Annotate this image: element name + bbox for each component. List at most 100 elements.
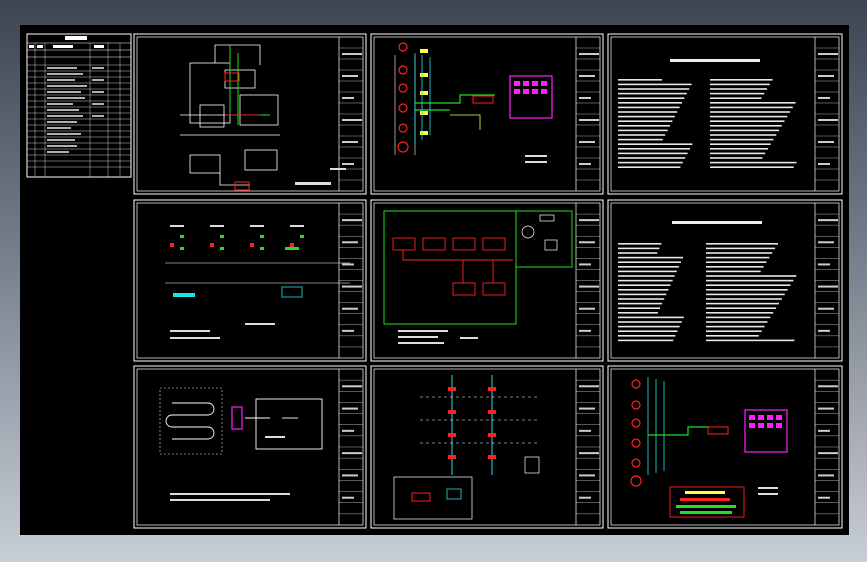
sheet-8-riser-diagram	[393, 375, 540, 520]
sheet-1-frame[interactable]	[133, 33, 367, 195]
notes-line	[706, 298, 782, 300]
notes-line	[618, 316, 684, 319]
notes-line	[706, 330, 762, 332]
notes-line	[618, 83, 692, 86]
notes-line	[710, 115, 788, 118]
notes-line	[618, 134, 666, 136]
sheet-7-frame[interactable]	[133, 365, 367, 529]
notes-line	[706, 270, 761, 273]
sheet-frames	[133, 33, 843, 529]
notes-line	[618, 261, 681, 263]
notes-line	[618, 111, 678, 113]
notes-line	[618, 92, 687, 95]
notes-line	[710, 138, 774, 141]
notes-line	[618, 252, 658, 254]
notes-line	[706, 335, 759, 337]
notes-line	[710, 88, 768, 90]
notes-line	[706, 256, 770, 259]
notes-line	[706, 279, 794, 282]
notes-line	[710, 152, 766, 155]
sheet-9-system-diagram	[630, 377, 788, 518]
sheet-5-floor-layout	[383, 210, 573, 344]
drawing-viewport[interactable]	[20, 25, 849, 535]
notes-line	[706, 247, 776, 250]
notes-line	[618, 321, 682, 323]
notes-line	[618, 166, 681, 168]
notes-heading	[670, 59, 760, 62]
notes-line	[618, 157, 686, 159]
notes-line	[618, 335, 676, 337]
design-notes-text	[618, 59, 797, 342]
notes-line	[618, 247, 660, 250]
notes-line	[706, 316, 771, 319]
notes-line	[710, 120, 785, 122]
notes-line	[710, 161, 797, 164]
notes-line	[618, 143, 693, 145]
notes-line	[706, 252, 773, 254]
notes-line	[706, 275, 797, 277]
notes-line	[618, 97, 685, 99]
sheet-1-schematic	[180, 44, 346, 191]
notes-line	[618, 243, 662, 245]
notes-heading	[672, 221, 762, 224]
notes-line	[710, 134, 777, 136]
notes-line	[706, 325, 765, 328]
notes-line	[710, 125, 782, 127]
notes-line	[618, 125, 670, 127]
notes-line	[710, 79, 773, 81]
notes-line	[618, 325, 680, 328]
sheet-5-frame[interactable]	[370, 199, 604, 362]
notes-line	[710, 83, 770, 86]
notes-line	[618, 152, 688, 155]
sheet-9-frame[interactable]	[607, 365, 843, 529]
notes-line	[710, 157, 763, 159]
sheet-6-frame[interactable]	[607, 199, 843, 362]
notes-line	[710, 111, 791, 113]
cad-drawing	[26, 33, 843, 529]
notes-line	[618, 106, 680, 109]
sheet-4-frame[interactable]	[133, 199, 367, 362]
notes-line	[618, 256, 684, 259]
notes-line	[706, 321, 768, 323]
sheet-2-system-diagram	[394, 42, 553, 163]
notes-line	[706, 289, 788, 291]
notes-line	[618, 115, 675, 118]
notes-line	[618, 298, 665, 300]
notes-line	[710, 129, 779, 132]
notes-line	[710, 97, 762, 99]
notes-line	[706, 293, 785, 296]
notes-line	[618, 307, 660, 309]
notes-line	[706, 302, 779, 305]
notes-line	[706, 307, 777, 309]
notes-line	[618, 293, 667, 296]
notes-line	[618, 330, 678, 332]
sheet-7-installation-detail	[159, 387, 323, 501]
sheet-2-frame[interactable]	[370, 33, 604, 195]
sheet-8-frame[interactable]	[370, 365, 604, 529]
notes-line	[618, 279, 673, 282]
sheet-3-frame[interactable]	[607, 33, 843, 195]
notes-line	[618, 289, 669, 291]
notes-line	[618, 102, 682, 104]
notes-line	[618, 266, 679, 268]
notes-line	[710, 102, 796, 104]
notes-line	[618, 312, 658, 314]
notes-line	[618, 302, 663, 305]
notes-line	[710, 106, 793, 109]
notes-line	[706, 312, 774, 314]
notes-line	[618, 79, 662, 81]
notes-line	[618, 88, 690, 90]
index-table	[26, 33, 132, 178]
notes-line	[710, 143, 771, 145]
notes-line	[618, 339, 674, 342]
notes-line	[618, 275, 675, 277]
notes-line	[618, 138, 663, 141]
notes-line	[706, 266, 764, 268]
notes-line	[618, 270, 677, 273]
sheet-4-loop-diagram	[165, 225, 350, 339]
notes-line	[618, 148, 690, 150]
notes-line	[618, 129, 668, 132]
notes-line	[618, 120, 673, 122]
notes-line	[618, 284, 671, 286]
notes-line	[706, 284, 791, 286]
